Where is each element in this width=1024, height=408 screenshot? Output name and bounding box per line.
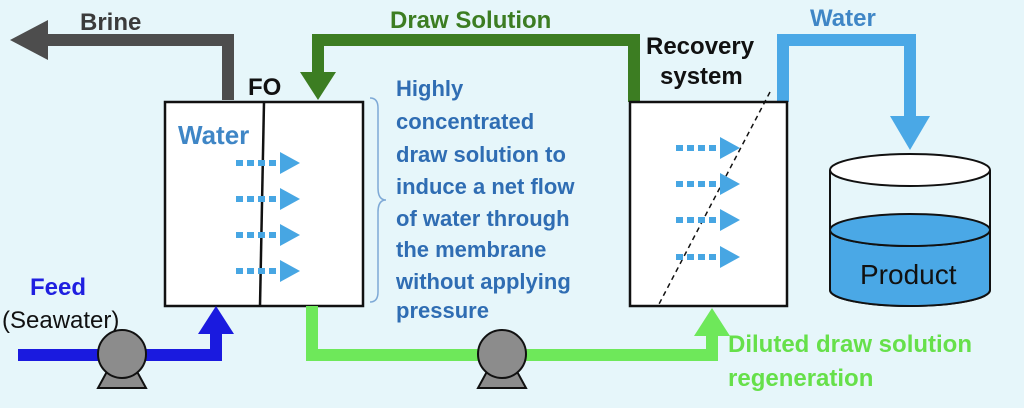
recovery-unit [628, 91, 789, 308]
flow-arrow [236, 152, 300, 174]
flow-arrow [676, 209, 740, 231]
product-label: Product [860, 259, 957, 290]
flow-arrow [676, 137, 740, 159]
recovery-label-line1: Recovery [646, 33, 755, 60]
feed-label: Feed [30, 274, 86, 301]
description-brace [369, 97, 387, 303]
water-out-label: Water [810, 5, 876, 32]
seawater-label: (Seawater) [2, 307, 119, 334]
recovery-membrane-dashed [657, 91, 771, 307]
brine-label: Brine [80, 9, 141, 36]
flow-arrow [236, 224, 300, 246]
pump-icon [96, 329, 148, 389]
flow-arrow [236, 188, 300, 210]
recovery-label-line2: system [660, 63, 743, 90]
description-line: pressure [396, 298, 489, 323]
description-line: induce a net flow [396, 174, 575, 199]
description-line: Highly [396, 76, 464, 101]
flow-arrow [236, 260, 300, 282]
diluted-label-line2: regeneration [728, 365, 873, 392]
description-line: concentrated [396, 109, 534, 134]
description-text: Highly concentrated draw solution to ind… [395, 76, 575, 323]
tank-icon [829, 153, 991, 307]
feed-line [18, 306, 234, 361]
description-line: of water through [396, 206, 570, 231]
diluted-label-line1: Diluted draw solution [728, 331, 972, 358]
pump-icon [476, 329, 528, 389]
description-line: without applying [395, 269, 571, 294]
draw-solution-line [300, 34, 640, 102]
water-in-label: Water [178, 120, 249, 150]
fo-label: FO [248, 74, 281, 101]
description-line: draw solution to [396, 142, 566, 167]
brine-line [10, 20, 234, 100]
draw-solution-label: Draw Solution [390, 7, 551, 34]
water-out-line [777, 34, 930, 150]
flow-arrow [676, 173, 740, 195]
description-line: the membrane [396, 237, 546, 262]
flow-arrow [676, 246, 740, 268]
fo-flow-arrows [236, 152, 300, 282]
recovery-flow-arrows [676, 137, 740, 268]
